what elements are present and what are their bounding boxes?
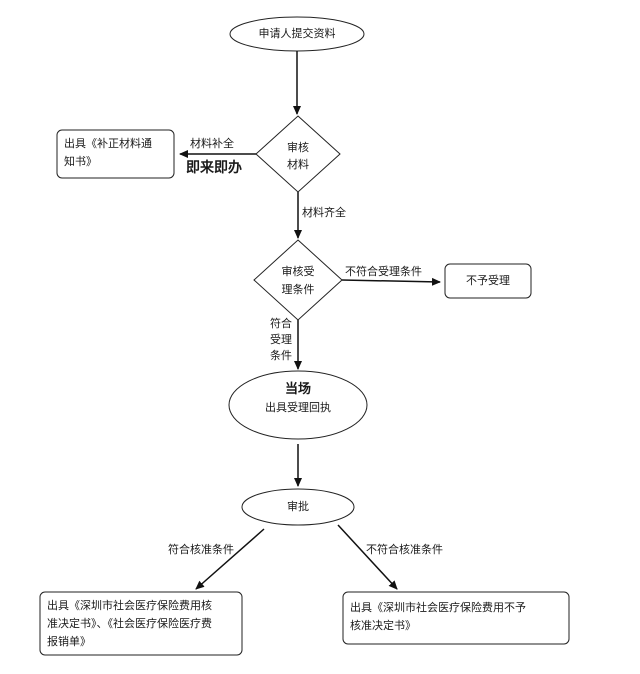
supplement-edge-label: 材料补全 [190, 137, 234, 150]
accept-edge-line1: 符合 [270, 317, 292, 330]
approval-node [241, 488, 355, 526]
arrow-to-reject [341, 277, 441, 286]
onsite-title: 当场 [284, 382, 311, 397]
review-acceptance-line2: 理条件 [281, 283, 315, 296]
deny-decision-box [342, 591, 570, 645]
deny-box-line1: 出具《深圳市社会医疗保险费用不予 [350, 601, 526, 614]
deny-box-line2: 核准决定书》 [350, 619, 416, 632]
accept-edge-line3: 条件 [270, 349, 292, 362]
materials-complete-label: 材料齐全 [302, 206, 346, 219]
reject-box-label: 不予受理 [466, 274, 510, 287]
accept-edge-line2: 受理 [270, 333, 292, 346]
approve-decision-box [39, 591, 243, 656]
approve-box-line3: 报销单》 [47, 635, 91, 648]
review-acceptance-line1: 审核受 [281, 265, 315, 278]
reject-edge-label: 不符合受理条件 [345, 265, 422, 278]
approve-box-line2: 准决定书》、《社会医疗保险医疗费 [47, 617, 212, 630]
approval-label: 审批 [287, 500, 309, 513]
supplement-notice-line1: 出具《补正材料通 [64, 137, 152, 150]
supplement-notice-box [56, 129, 175, 179]
approve-box-line1: 出具《深圳市社会医疗保险费用核 [47, 599, 212, 612]
approve-edge-label: 符合核准条件 [168, 543, 234, 556]
arrow-to-approve [195, 528, 265, 590]
review-materials-line2: 材料 [287, 158, 309, 171]
arrow-to-deny [337, 524, 398, 590]
instant-service-label: 即来即办 [186, 160, 242, 176]
reject-box [444, 263, 532, 299]
start-label: 申请人提交资料 [258, 27, 336, 40]
review-materials-line1: 审核 [287, 141, 309, 154]
onsite-text: 出具受理回执 [265, 401, 331, 414]
deny-edge-label: 不符合核准条件 [366, 543, 443, 556]
onsite-receipt-node [228, 370, 368, 440]
review-acceptance-node [253, 239, 343, 321]
supplement-notice-line2: 知书》 [64, 155, 97, 168]
